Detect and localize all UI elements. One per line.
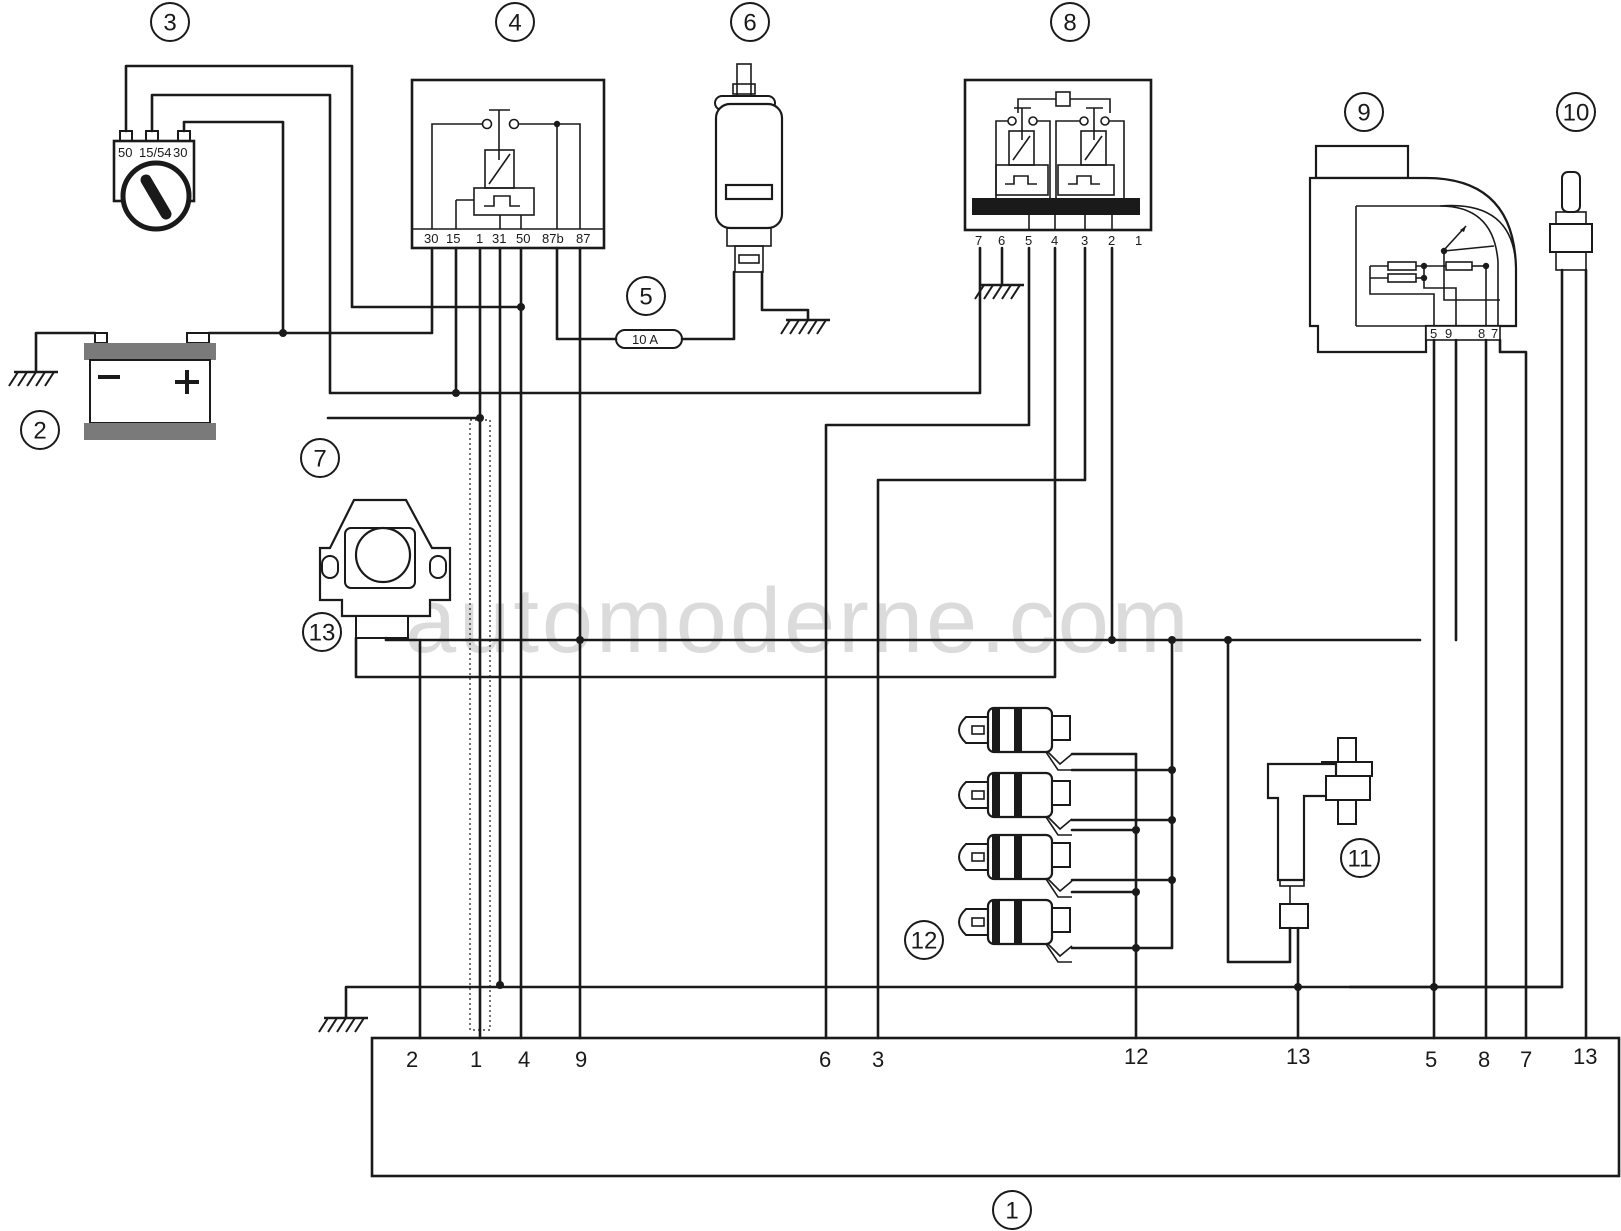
ecu-pin-8: 8 xyxy=(1478,1047,1490,1072)
relay4-pin-31: 31 xyxy=(492,231,506,246)
airflow-pin-5: 5 xyxy=(1430,326,1437,341)
ecu-pin-9: 9 xyxy=(575,1047,587,1072)
injectors xyxy=(958,706,1073,963)
ecu-ground-icon xyxy=(318,1016,368,1033)
callout-9: 9 xyxy=(1344,92,1384,132)
callout-5: 5 xyxy=(626,276,666,316)
callout-6: 6 xyxy=(730,2,770,42)
callout-7: 7 xyxy=(300,438,340,478)
wiring xyxy=(34,64,1588,1040)
ignition-switch: 50 15/54 30 xyxy=(112,130,196,232)
callout-label: 11 xyxy=(1348,846,1373,873)
callout-label: 8 xyxy=(1063,10,1076,37)
callout-10: 10 xyxy=(1556,92,1596,132)
fuel-pump xyxy=(714,63,784,273)
callout-12: 12 xyxy=(904,920,944,960)
battery-ground-icon xyxy=(8,370,58,387)
ground-symbols xyxy=(8,283,1024,1033)
airflow-pin-8: 8 xyxy=(1478,326,1485,341)
callout-8: 8 xyxy=(1050,2,1090,42)
throttle-switch xyxy=(318,498,452,639)
pump-ground-icon xyxy=(780,318,830,335)
relay4-pin-30: 30 xyxy=(424,231,438,246)
fuse-10a: 10 A xyxy=(615,329,683,349)
callout-label: 2 xyxy=(33,418,46,445)
ignition-pin-50: 50 xyxy=(118,145,132,160)
relay-8: 7 6 5 4 3 2 1 xyxy=(963,78,1153,248)
callout-label: 6 xyxy=(743,10,756,37)
callout-3: 3 xyxy=(150,2,190,42)
ecu-pin-5: 5 xyxy=(1425,1047,1437,1072)
ignition-pin-15-54: 15/54 xyxy=(139,145,172,160)
idle-actuator xyxy=(1266,737,1373,929)
airflow-pin-7: 7 xyxy=(1491,326,1498,341)
injector-3 xyxy=(958,833,1073,898)
ecu-pin-13a: 13 xyxy=(1286,1044,1310,1069)
relay8-pin-3: 3 xyxy=(1081,233,1088,248)
relay8-pin-4: 4 xyxy=(1051,233,1058,248)
callout-label: 12 xyxy=(911,928,938,955)
battery xyxy=(84,332,216,440)
ecu-pin-4: 4 xyxy=(518,1047,530,1072)
callout-1: 1 xyxy=(992,1190,1032,1230)
relay4-pin-87: 87 xyxy=(576,231,590,246)
ecu-pin-7: 7 xyxy=(1520,1047,1532,1072)
ignition-pin-30: 30 xyxy=(173,145,187,160)
relay8-ground-icon xyxy=(974,283,1024,300)
callout-label: 10 xyxy=(1563,100,1590,127)
relay8-pin-7: 7 xyxy=(975,233,982,248)
ecu-pin-3: 3 xyxy=(872,1047,884,1072)
injector-4 xyxy=(958,898,1073,963)
airflow-pin-9: 9 xyxy=(1445,326,1452,341)
temperature-sensor xyxy=(1549,171,1593,271)
relay8-pin-2: 2 xyxy=(1108,233,1115,248)
callout-4: 4 xyxy=(495,2,535,42)
fuse-label: 10 A xyxy=(632,332,658,347)
callout-label: 4 xyxy=(508,10,521,37)
ecu-pin-6: 6 xyxy=(819,1047,831,1072)
ecu-pin-12: 12 xyxy=(1124,1044,1148,1069)
injector-2 xyxy=(958,771,1073,836)
callout-2: 2 xyxy=(20,410,60,450)
watermark: automoderne.com xyxy=(405,570,1192,672)
ecu-pin-13b: 13 xyxy=(1573,1044,1597,1069)
callout-label: 13 xyxy=(309,620,336,647)
airflow-meter: 5 9 8 7 xyxy=(1308,144,1518,354)
ecu-pin-1: 1 xyxy=(470,1047,482,1072)
relay-4: 30 15 1 31 50 87b 87 xyxy=(410,78,606,250)
relay8-pin-1: 1 xyxy=(1135,233,1142,248)
callout-13: 13 xyxy=(302,612,342,652)
callout-label: 3 xyxy=(163,10,176,37)
callout-label: 1 xyxy=(1005,1198,1018,1225)
relay8-pin-5: 5 xyxy=(1025,233,1032,248)
ecu-pin-2: 2 xyxy=(406,1047,418,1072)
injector-1 xyxy=(958,706,1073,771)
callout-label: 5 xyxy=(639,284,652,311)
callout-label: 7 xyxy=(313,446,326,473)
relay8-pin-6: 6 xyxy=(998,233,1005,248)
ecu-pin-labels: 2 1 4 9 6 3 12 13 5 8 7 13 xyxy=(406,1044,1597,1072)
ecu-unit: 2 1 4 9 6 3 12 13 5 8 7 13 xyxy=(370,1036,1621,1178)
relay4-pin-87b: 87b xyxy=(542,231,564,246)
relay4-pin-1: 1 xyxy=(476,231,483,246)
relay4-pin-15: 15 xyxy=(446,231,460,246)
callout-label: 9 xyxy=(1357,100,1370,127)
callout-11: 11 xyxy=(1340,838,1380,878)
relay4-pin-50: 50 xyxy=(516,231,530,246)
